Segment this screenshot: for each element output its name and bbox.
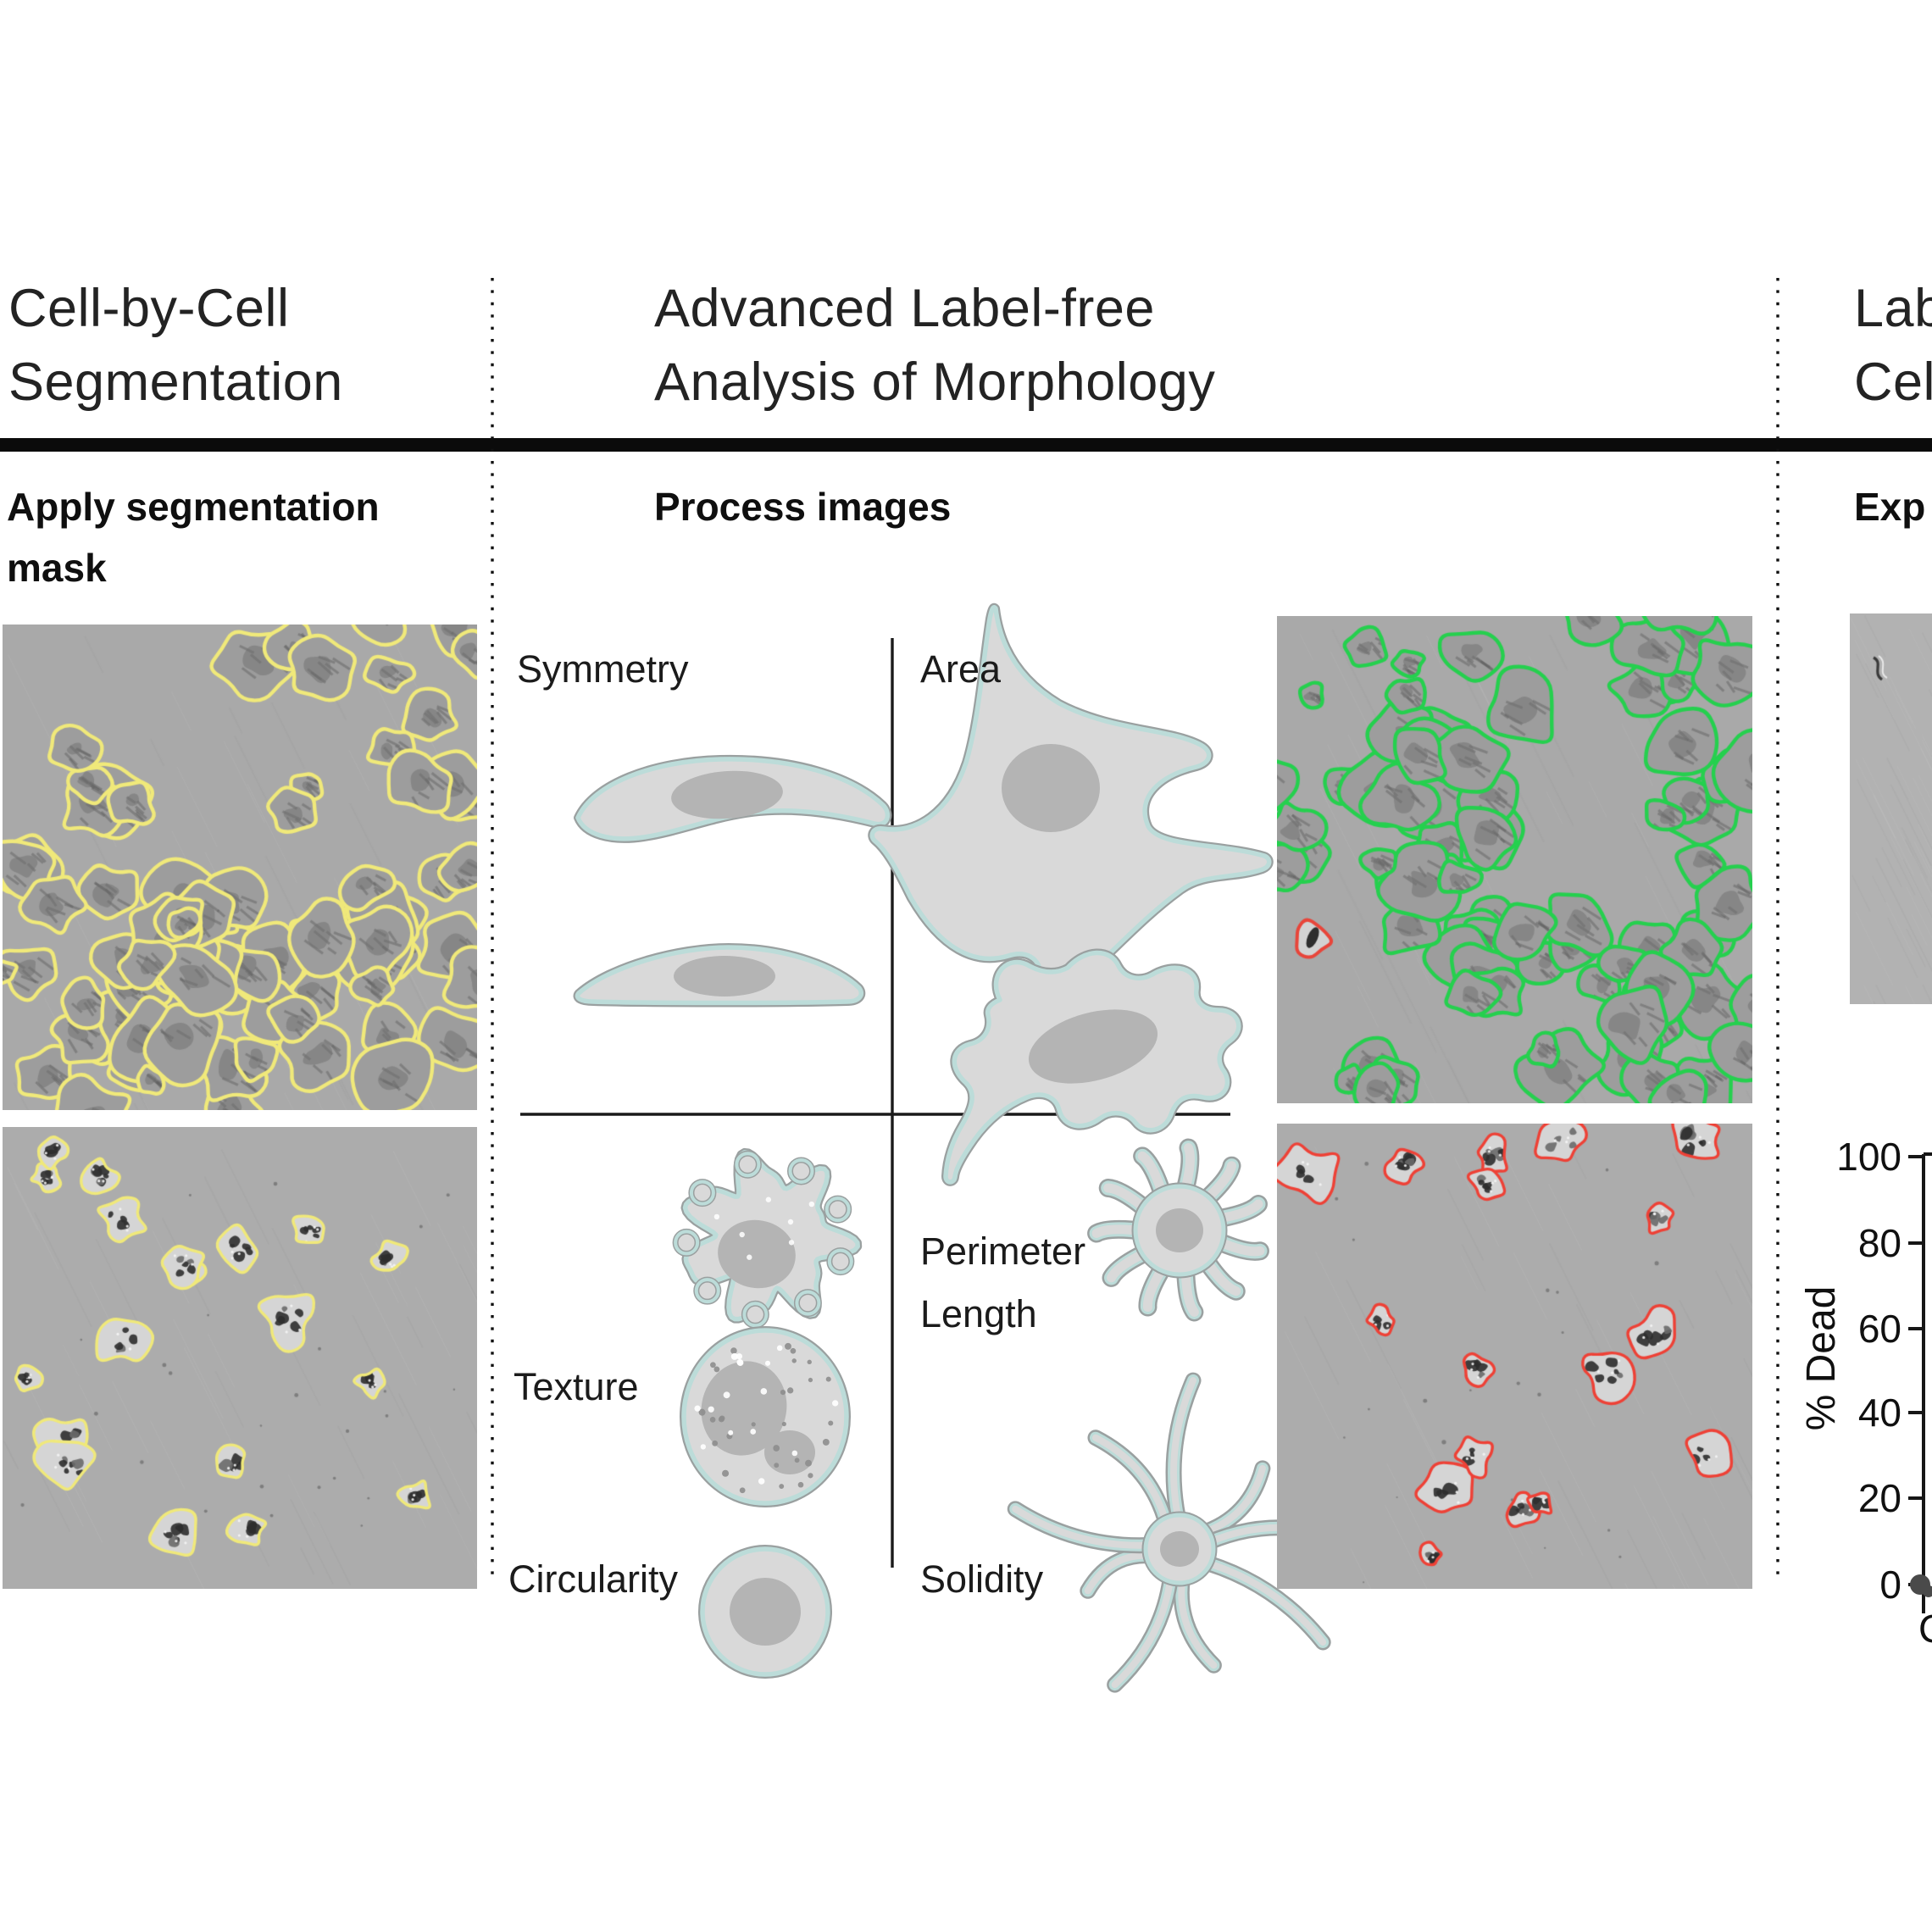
title-line: Lab (1854, 279, 1932, 338)
chart-x-tick-fragment: C (1918, 1606, 1932, 1652)
title-line: Cel (1854, 353, 1932, 412)
micrograph-segmentation-sparse (3, 1127, 477, 1589)
title-line: Cell-by-Cell (8, 279, 290, 338)
title-line: Segmentation (8, 353, 343, 412)
micrograph-segmentation-confluent (3, 625, 477, 1110)
column-title-clipped: Lab Cel (1854, 272, 1932, 419)
micrograph-partial-right (1850, 613, 1932, 1004)
quadrant-label-perimeter-length: Perimeter Length (920, 1230, 1086, 1335)
y-tick-100: 100 (1836, 1135, 1901, 1179)
y-tick-60: 60 (1857, 1307, 1901, 1351)
quadrant-label-area: Area (920, 647, 1002, 691)
chart-y-axis-label: % Dead (1799, 1285, 1844, 1431)
y-tick-20: 20 (1857, 1476, 1901, 1520)
heading-apply-segmentation-mask: Apply segmentation mask (7, 485, 380, 590)
quadrant-label-circularity: Circularity (508, 1557, 679, 1601)
heading-process-images: Process images (654, 485, 952, 529)
micrograph-live-cells-green (1277, 616, 1752, 1103)
y-tick-0: 0 (1879, 1563, 1901, 1607)
quadrant-label-symmetry: Symmetry (517, 647, 689, 691)
column-title-morphology: Advanced Label-free Analysis of Morpholo… (654, 272, 1215, 419)
heading-clipped: Exp (1854, 485, 1926, 529)
quadrant-label-solidity: Solidity (920, 1557, 1044, 1601)
title-line: Advanced Label-free (654, 279, 1155, 338)
y-tick-40: 40 (1857, 1391, 1901, 1435)
y-tick-80: 80 (1857, 1221, 1901, 1265)
micrograph-dead-cells-red (1277, 1124, 1752, 1589)
column-title-segmentation: Cell-by-Cell Segmentation (8, 272, 343, 419)
quadrant-label-texture: Texture (514, 1365, 639, 1408)
title-line: Analysis of Morphology (654, 353, 1216, 412)
